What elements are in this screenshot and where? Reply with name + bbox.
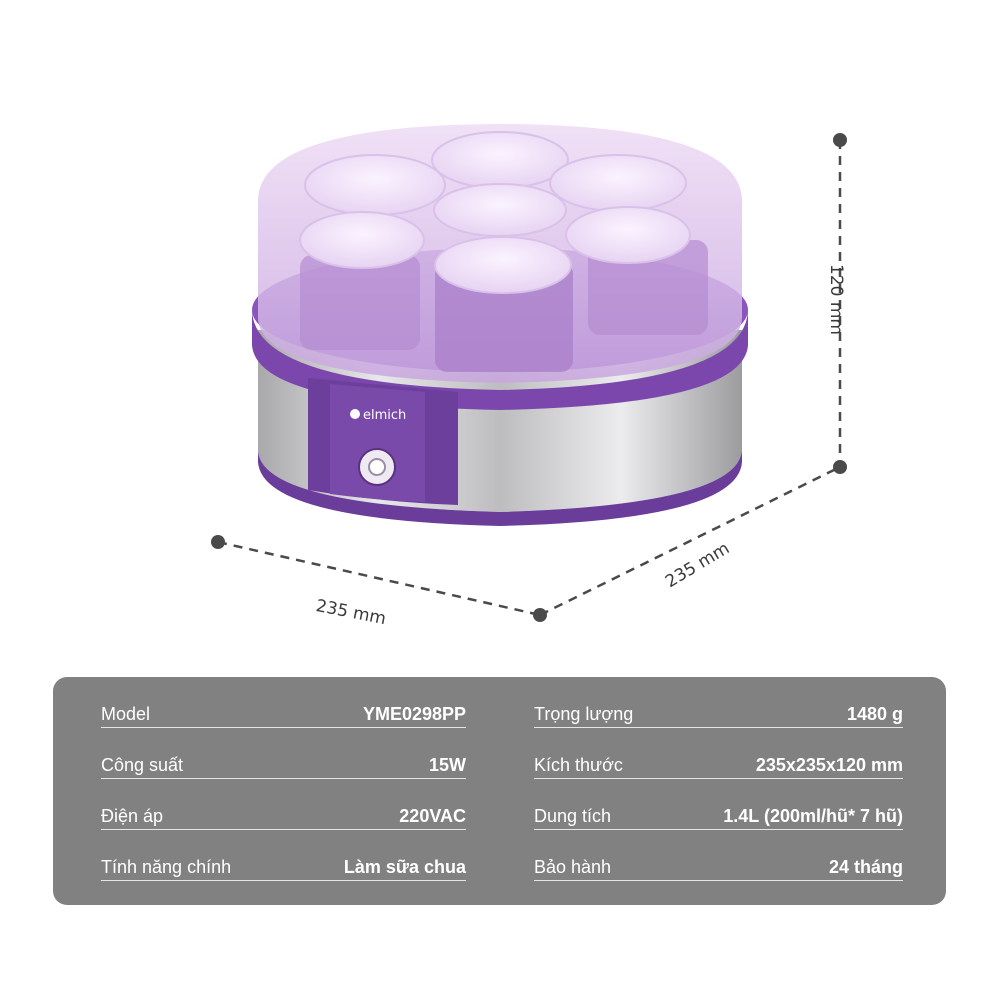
spec-row: Điện áp 220VAC <box>101 797 466 830</box>
brand-logo: elmich <box>350 408 406 423</box>
jar-cap <box>304 154 446 216</box>
spec-label: Dung tích <box>534 806 612 826</box>
dimension-dot <box>833 460 847 474</box>
spec-row: Tính năng chính Làm sữa chua <box>101 848 466 881</box>
dimension-dot <box>211 535 225 549</box>
spec-value: YME0298PP <box>362 704 466 724</box>
spec-panel: Model YME0298PP Công suất 15W Điện áp 22… <box>53 677 946 905</box>
spec-label: Công suất <box>101 755 184 775</box>
dimension-lines <box>217 140 842 617</box>
spec-row: Dung tích 1.4L (200ml/hũ* 7 hũ) <box>534 797 903 830</box>
spec-column-left: Model YME0298PP Công suất 15W Điện áp 22… <box>101 695 466 899</box>
spec-value: 1480 g <box>846 704 903 724</box>
spec-value: 220VAC <box>399 806 466 826</box>
jar-cap <box>549 154 687 212</box>
yogurt-maker <box>252 124 748 526</box>
purple-base-rim <box>258 450 742 526</box>
spec-label: Model <box>101 704 151 724</box>
spec-value: 1.4L (200ml/hũ* 7 hũ) <box>723 806 903 826</box>
spec-label: Trọng lượng <box>534 704 634 724</box>
spec-row: Model YME0298PP <box>101 695 466 728</box>
spec-label: Điện áp <box>101 806 164 826</box>
jar-cap <box>565 206 691 264</box>
dimension-height-label: 120 mm <box>826 264 846 335</box>
jar-caps <box>299 131 691 294</box>
spec-row: Kích thước 235x235x120 mm <box>534 746 903 779</box>
spec-value: 235x235x120 mm <box>755 755 903 775</box>
spec-column-right: Trọng lượng 1480 g Kích thước 235x235x12… <box>534 695 903 899</box>
spec-row: Trọng lượng 1480 g <box>534 695 903 728</box>
jar-cap <box>433 183 567 237</box>
jar-cap <box>299 211 425 269</box>
spec-row: Công suất 15W <box>101 746 466 779</box>
spec-value: 15W <box>428 755 466 775</box>
power-switch-icon <box>358 448 396 486</box>
brand-logo-text: elmich <box>363 408 406 423</box>
jar-cap <box>434 236 572 294</box>
spec-value: 24 tháng <box>828 857 903 877</box>
jar-cap <box>431 131 569 189</box>
spec-value: Làm sữa chua <box>343 857 466 877</box>
dimension-line-right <box>539 465 841 617</box>
spec-label: Tính năng chính <box>101 857 232 877</box>
dimension-dot <box>533 608 547 622</box>
dimension-dot <box>833 133 847 147</box>
spec-label: Bảo hành <box>534 857 612 877</box>
spec-row: Bảo hành 24 tháng <box>534 848 903 881</box>
spec-label: Kích thước <box>534 755 623 775</box>
dimension-line-left <box>217 540 541 617</box>
dimension-dots <box>211 133 847 622</box>
product-illustration: elmich <box>211 124 847 622</box>
